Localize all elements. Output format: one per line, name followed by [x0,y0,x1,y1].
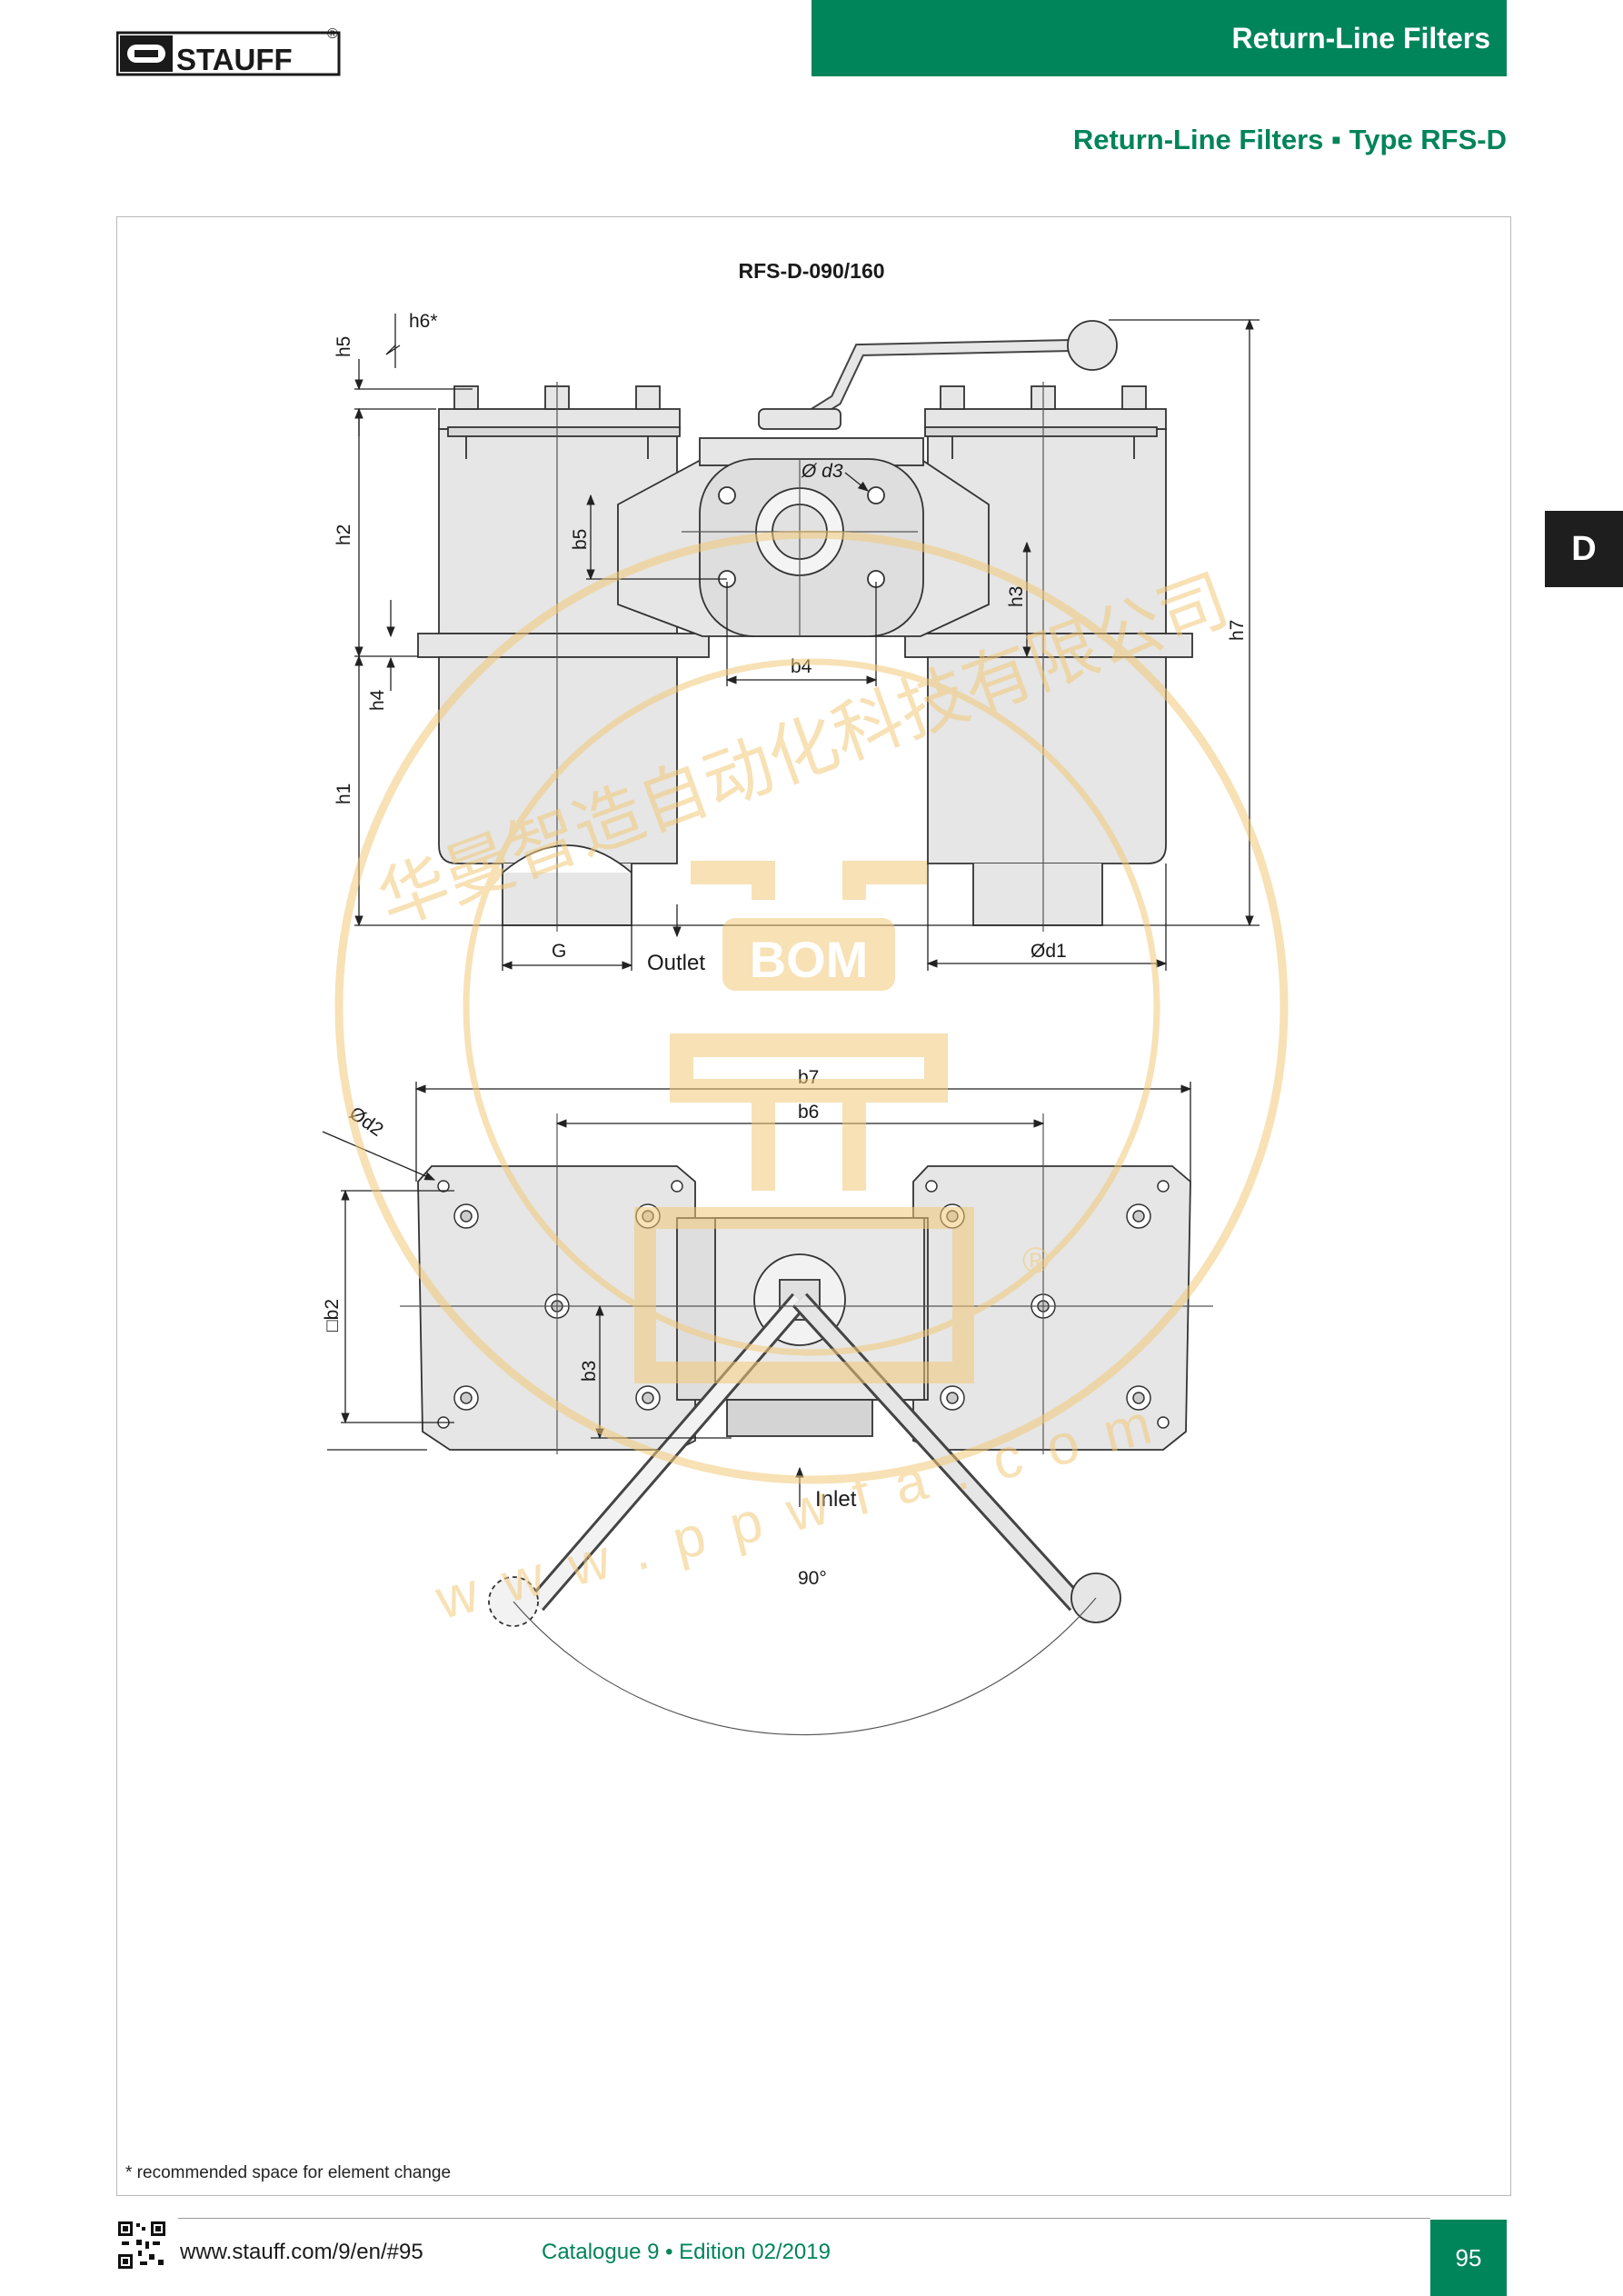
section-header: Return-Line Filters [812,0,1507,76]
watermark-mark: ® [1022,1241,1049,1281]
registered-mark: ® [327,26,338,42]
footnote: * recommended space for element change [125,2163,452,2182]
page-subtitle: Return-Line Filters ▪ Type RFS-D [1072,124,1507,155]
outlet-label: Outlet [647,951,705,975]
dim-h3: h3 [1006,586,1027,607]
angle-label: 90° [798,1568,827,1589]
brand-name: STAUFF [176,43,293,76]
drawing-title: RFS-D-090/160 [738,259,884,283]
dim-h4: h4 [367,689,388,711]
drawing-frame [116,216,1511,2196]
dim-h6: h6* [409,311,438,332]
dim-b3: b3 [579,1361,600,1382]
dim-d1: Ød1 [1031,941,1067,962]
page-number: 95 [1430,2220,1507,2296]
dim-h7: h7 [1227,620,1248,641]
watermark-brand: BOM [750,931,869,988]
stauff-logo: STAUFF ® [116,26,341,76]
section-title: Return-Line Filters [1231,21,1490,55]
footer-catalogue: Catalogue 9 • Edition 02/2019 [542,2240,831,2264]
dim-b5: b5 [570,529,591,550]
qr-code-icon[interactable] [116,2220,167,2271]
dim-h1: h1 [334,784,354,804]
dim-h2: h2 [334,524,354,545]
dim-d3: Ø d3 [801,461,843,482]
technical-drawing: RFS-D-090/160 [322,259,1289,1736]
dim-b2: □b2 [322,1299,343,1332]
dim-b6: b6 [798,1102,819,1123]
inlet-label: Inlet [815,1487,857,1512]
dim-g: G [552,941,566,962]
footer-divider [178,2218,1430,2219]
section-tab[interactable]: D [1545,511,1623,587]
footer-url-link[interactable]: www.stauff.com/9/en/#95 [180,2240,423,2264]
dim-h5: h5 [334,336,354,357]
